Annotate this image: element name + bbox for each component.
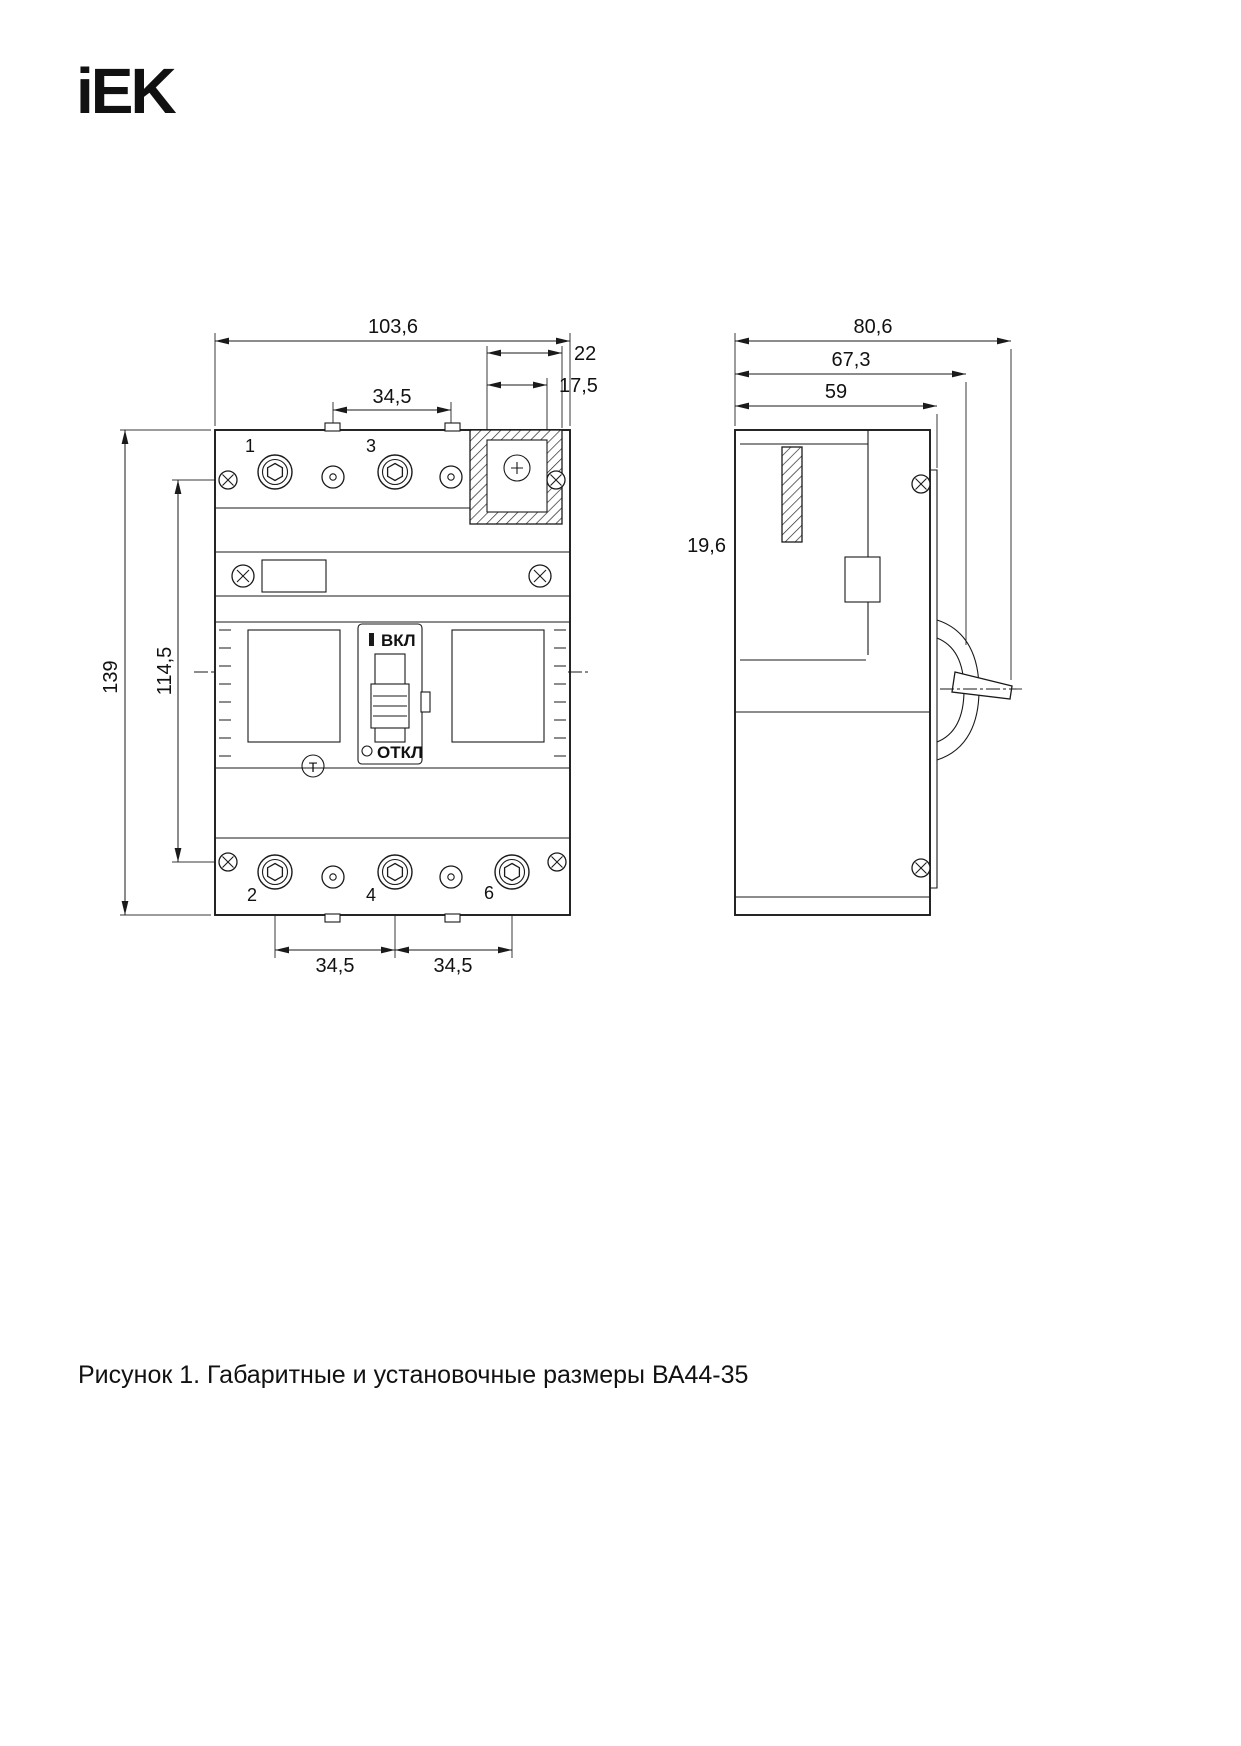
- label-on: ВКЛ: [381, 631, 416, 650]
- front-body: ВКЛ ОТКЛ Т 1 3 2: [194, 422, 591, 923]
- side-view: 80,6 67,3 59 19,6: [687, 316, 1022, 916]
- toggle-handle-ribs: [373, 695, 407, 717]
- mount-screw-bottom-right: [547, 852, 567, 872]
- dim-bottom-pitch-left: 34,5: [316, 955, 355, 977]
- pole-2-label: 2: [247, 885, 257, 905]
- mount-screw-bottom-left: [218, 852, 238, 872]
- side-body: [734, 429, 1022, 916]
- top-terminal-hole-right: [439, 465, 463, 489]
- label-off: ОТКЛ: [377, 743, 423, 762]
- toggle-area: ВКЛ ОТКЛ: [357, 623, 431, 765]
- pole-6-screw: [494, 854, 530, 890]
- cover-screw-left: [231, 564, 255, 588]
- dim-depth-to-handle-base: 67,3: [832, 349, 871, 371]
- bottom-notch-right: [444, 913, 461, 923]
- side-screw-top: [911, 474, 931, 494]
- dim-top-pitch: 34,5: [373, 386, 412, 408]
- on-position-mark: [369, 633, 374, 646]
- dim-terminal-width: 17,5: [559, 375, 598, 397]
- bottom-notch-left: [324, 913, 341, 923]
- pole-4-label: 4: [366, 885, 376, 905]
- toggle-side-tab: [420, 691, 431, 713]
- pole-3-label: 3: [366, 436, 376, 456]
- side-window: [844, 556, 881, 603]
- pole-1-screw: [257, 454, 293, 490]
- top-notch-left: [324, 422, 341, 432]
- side-case-outline: [734, 429, 931, 916]
- off-position-mark: [361, 745, 373, 757]
- dim-bottom-pitch-right: 34,5: [434, 955, 473, 977]
- side-screw-bottom: [911, 858, 931, 878]
- dim-rail-offset: 19,6: [687, 535, 726, 557]
- front-dimensions: 103,6 22 17,5 34,5 139 114,5 34,5 34,5: [100, 316, 598, 977]
- side-mount-hatch: [781, 446, 803, 543]
- pole-6-label: 6: [484, 883, 494, 903]
- pole-1-label: 1: [245, 436, 255, 456]
- dim-mounting-height: 114,5: [154, 647, 176, 696]
- label-test: Т: [309, 759, 318, 775]
- dim-overall-height: 139: [100, 660, 122, 693]
- iek-logo: iEK: [76, 55, 176, 127]
- terminal-extension-hole-cross: [511, 462, 523, 474]
- side-extension-lines: [734, 333, 1012, 680]
- figure-caption: Рисунок 1. Габаритные и установочные раз…: [78, 1361, 748, 1389]
- pole-3-screw: [377, 454, 413, 490]
- pole-4-screw: [377, 854, 413, 890]
- rating-plate: [261, 559, 327, 593]
- top-notch-right: [444, 422, 461, 432]
- side-internal-lines: [735, 430, 930, 898]
- top-terminal-hole-left: [321, 465, 345, 489]
- dim-overall-width: 103,6: [368, 316, 418, 338]
- front-window-left: [247, 629, 341, 743]
- front-view: 103,6 22 17,5 34,5 139 114,5 34,5 34,5: [100, 316, 598, 977]
- side-front-strip: [930, 469, 938, 889]
- front-internal-lines: [215, 507, 570, 839]
- handle-lever: [951, 671, 1013, 700]
- pole-2-screw: [257, 854, 293, 890]
- vent-slits-right: [554, 629, 566, 757]
- front-window-right: [451, 629, 545, 743]
- mount-screw-top-left: [218, 470, 238, 490]
- vent-slits-left: [219, 629, 231, 757]
- dim-terminal-offset: 22: [574, 343, 596, 365]
- dim-case-depth: 59: [825, 381, 847, 403]
- bottom-terminal-hole-right: [439, 865, 463, 889]
- cover-screw-right: [528, 564, 552, 588]
- test-button: [301, 754, 325, 778]
- mount-screw-top-right: [546, 470, 566, 490]
- bottom-terminal-hole-left: [321, 865, 345, 889]
- dim-overall-depth: 80,6: [854, 316, 893, 338]
